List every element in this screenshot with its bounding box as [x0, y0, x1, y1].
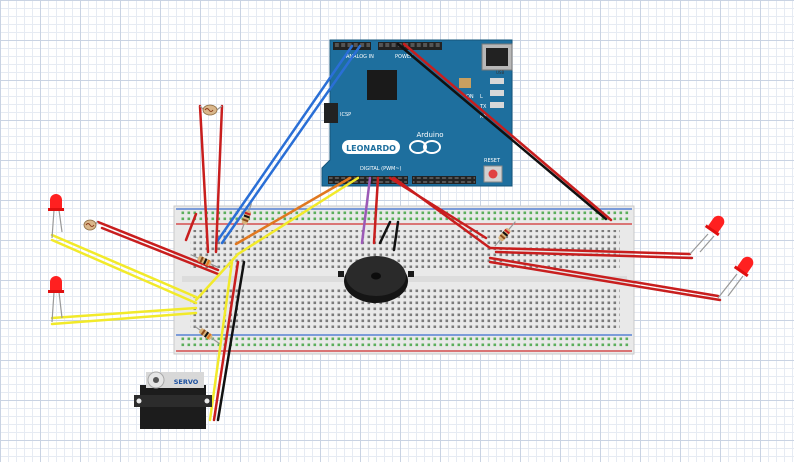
board-model-label: LEONARDO — [346, 144, 396, 153]
usb-label: USB — [496, 70, 504, 75]
wire-red-ldr2-a[interactable] — [96, 220, 220, 272]
wire-yellow-led2-b[interactable] — [50, 311, 198, 326]
wire-blue-2[interactable] — [220, 44, 362, 245]
wire-red-ldr1-a[interactable] — [198, 104, 210, 254]
wire-yellow-led2-a[interactable] — [50, 306, 198, 320]
leds — [48, 194, 757, 323]
wire-black-gnd[interactable] — [396, 42, 608, 221]
l-label: L — [480, 94, 483, 100]
microcontroller-chip — [367, 70, 397, 100]
arduino-logo-icon — [409, 140, 441, 154]
led-4[interactable] — [717, 253, 757, 299]
wire-red-led-4a[interactable] — [488, 256, 720, 298]
servo-motor[interactable]: SERVO — [134, 371, 212, 429]
piezo-buzzer[interactable] — [338, 256, 414, 303]
resistor-2[interactable] — [238, 202, 254, 232]
led-3[interactable] — [689, 212, 728, 255]
board-brand-label: Arduino — [416, 131, 443, 139]
wire-red-ldr1-b[interactable] — [214, 104, 224, 254]
servo-brand-label: SERVO — [174, 378, 199, 386]
wires — [50, 42, 722, 422]
wire-red-led-3a[interactable] — [488, 246, 692, 256]
wire-red-short[interactable] — [184, 212, 198, 242]
wire-purple[interactable] — [360, 176, 372, 245]
resistor-4[interactable] — [493, 220, 518, 248]
photoresistors — [83, 104, 223, 231]
wire-red-ldr2-b[interactable] — [100, 226, 220, 276]
wire-orange[interactable] — [234, 176, 352, 246]
wire-red-right-2[interactable] — [392, 176, 492, 250]
wire-red-led-3b[interactable] — [494, 250, 694, 260]
on-label: ON — [466, 94, 474, 100]
icsp-header — [324, 103, 338, 123]
led-2[interactable] — [48, 276, 64, 323]
icsp-label: ICSP — [340, 112, 351, 118]
wire-yellow-led1-a[interactable] — [50, 233, 198, 299]
wire-red-buzzer[interactable] — [372, 176, 380, 245]
arduino-leonardo: LEONARDO Arduino DIGITAL (PWM~) ANALOG I… — [321, 39, 513, 187]
ldr-1[interactable] — [199, 104, 223, 116]
wire-red-5v[interactable] — [402, 42, 613, 222]
tx-label: TX — [479, 104, 487, 110]
wire-yellow-signal[interactable] — [236, 176, 360, 256]
wire-yellow-led1-b[interactable] — [50, 238, 198, 305]
analog-label: ANALOG IN — [346, 54, 374, 60]
wire-servo-signal[interactable] — [208, 260, 234, 422]
breadboard — [173, 205, 635, 355]
digital-label: DIGITAL (PWM~) — [360, 166, 402, 172]
wire-servo-ground[interactable] — [216, 260, 246, 422]
reset-label: RESET — [484, 158, 501, 164]
wire-servo-power[interactable] — [212, 260, 240, 422]
ldr-2[interactable] — [83, 219, 99, 231]
resistor-3[interactable] — [193, 324, 221, 346]
reset-button-cap[interactable] — [488, 169, 498, 179]
wire-red-led-4b[interactable] — [488, 260, 722, 302]
wire-black-buzzer-2[interactable] — [392, 220, 400, 252]
wire-black-buzzer[interactable] — [378, 220, 392, 245]
wire-blue-1[interactable] — [214, 44, 354, 245]
resistor-1[interactable] — [189, 252, 219, 270]
power-label: POWER — [395, 54, 414, 60]
led-1[interactable] — [48, 194, 64, 239]
resistors — [189, 202, 518, 346]
